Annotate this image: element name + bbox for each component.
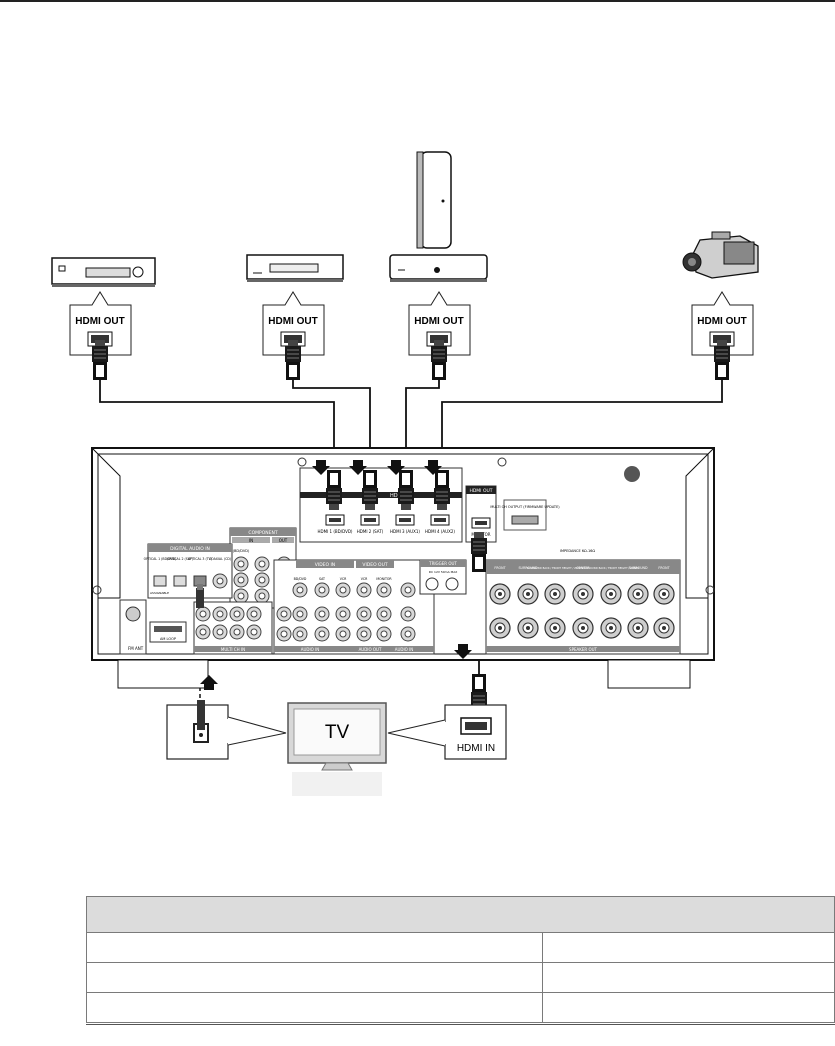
svg-text:TRIGGER OUT: TRIGGER OUT (428, 561, 457, 566)
hdmi-plug-icon (361, 469, 379, 511)
table-cell (542, 932, 835, 963)
hdmi-plug-icon (430, 339, 448, 381)
svg-text:VCR: VCR (340, 577, 347, 581)
table-row (86, 932, 835, 963)
table-row (86, 992, 835, 1023)
svg-text:OPTICAL 1 (BD/DVD): OPTICAL 1 (BD/DVD) (144, 557, 177, 561)
hdmi-plug-icon (325, 469, 343, 511)
svg-text:SURROUND: SURROUND (628, 566, 648, 570)
svg-text:OUT: OUT (279, 538, 288, 543)
hdmi-input-port: HDMI 4 (AUX2) (425, 514, 455, 534)
svg-text:HDMI 4 (AUX2): HDMI 4 (AUX2) (425, 529, 455, 534)
hdmi-input-port: HDMI 3 (AUX1) (390, 514, 420, 534)
svg-text:SURROUND BACK / FRONT HEIGHT /: SURROUND BACK / FRONT HEIGHT / ZONE2 (583, 566, 640, 570)
svg-text:AUDIO IN: AUDIO IN (395, 647, 414, 652)
svg-text:AUDIO IN: AUDIO IN (301, 647, 320, 652)
hdmi-out-label: HDMI OUT (268, 316, 317, 327)
tv-label: TV (325, 722, 350, 743)
hdmi-plug-icon (397, 469, 415, 511)
svg-text:AM LOOP: AM LOOP (160, 637, 176, 641)
svg-text:ASSIGNABLE: ASSIGNABLE (150, 591, 169, 595)
optical-plug-icon (196, 584, 204, 608)
hdmi-out-header: HDMI OUT (469, 488, 492, 494)
hdmi-plug-icon (713, 339, 731, 381)
table-cell (542, 962, 835, 993)
svg-text:HDMI 2 (SAT): HDMI 2 (SAT) (357, 529, 384, 534)
svg-text:FM ANT: FM ANT (128, 646, 144, 651)
svg-text:FRONT: FRONT (658, 566, 670, 570)
svg-text:IN: IN (249, 538, 253, 543)
svg-text:SPEAKER OUT: SPEAKER OUT (569, 647, 597, 652)
table-cell (86, 992, 543, 1023)
hdmi-out-label: HDMI OUT (414, 316, 463, 327)
set-top-box-icon (389, 151, 488, 282)
svg-text:SAT: SAT (319, 577, 325, 581)
hdmi-plug-icon (433, 469, 451, 511)
svg-text:SURROUND: SURROUND (518, 566, 538, 570)
svg-text:VCR: VCR (361, 577, 368, 581)
svg-text:VIDEO IN: VIDEO IN (315, 562, 335, 568)
svg-text:COAXIAL (CD): COAXIAL (CD) (209, 557, 231, 561)
hdmi-input-port: HDMI 1 (BD/DVD) (318, 514, 353, 534)
connection-diagram: HDMI OUT HDMI OUT HDMI OUT HDMI OUT (51, 151, 759, 796)
hdmi-out-callout: HDMI OUT (69, 291, 132, 356)
svg-text:(BD/DVD): (BD/DVD) (233, 549, 250, 553)
hdmi-out-label: HDMI OUT (75, 316, 124, 327)
hdmi-plug-icon (284, 339, 302, 381)
svg-text:VIDEO OUT: VIDEO OUT (362, 562, 388, 568)
tv-hdmi-in-label: HDMI IN (457, 743, 495, 754)
table-cell (86, 932, 543, 963)
hdmi-out-callout: HDMI OUT (691, 291, 754, 356)
bluray-player-icon (51, 257, 156, 287)
svg-text:OPTICAL 3 (TV): OPTICAL 3 (TV) (188, 557, 212, 561)
svg-text:FRONT: FRONT (494, 566, 506, 570)
dvd-player-icon (246, 254, 344, 282)
table-cell (542, 992, 835, 1023)
service-label: MULTI CH OUTPUT (FIRMWARE UPDATE) (490, 505, 560, 509)
svg-text:SURROUND BACK / FRONT HEIGHT /: SURROUND BACK / FRONT HEIGHT / ZONE2 (527, 566, 584, 570)
tv-icon: TV (287, 702, 387, 796)
svg-text:HDMI 1 (BD/DVD): HDMI 1 (BD/DVD) (318, 529, 353, 534)
table-cell (86, 962, 543, 993)
svg-text:DC 12V 50mA MAX: DC 12V 50mA MAX (429, 570, 458, 574)
svg-text:COMPONENT: COMPONENT (248, 530, 277, 536)
svg-text:MULTI CH IN: MULTI CH IN (221, 647, 245, 652)
hdmi-out-callout: HDMI OUT (408, 291, 471, 356)
svg-text:HDMI 3 (AUX1): HDMI 3 (AUX1) (390, 529, 420, 534)
table-header-row (86, 896, 835, 933)
svg-text:MONITOR: MONITOR (376, 577, 392, 581)
table-header (86, 896, 835, 933)
hdmi-plug-icon (470, 531, 488, 573)
table-row (86, 962, 835, 993)
tv-optical-callout (166, 700, 287, 760)
tv-hdmi-in-callout: HDMI IN (387, 704, 507, 760)
hdmi-plug-icon (91, 339, 109, 381)
camcorder-icon (682, 231, 759, 279)
svg-text:CENTER: CENTER (576, 566, 590, 570)
svg-text:BD/DVD: BD/DVD (294, 577, 307, 581)
bottom-rule (86, 1024, 835, 1025)
svg-text:IMPEDANCE 6Ω-16Ω: IMPEDANCE 6Ω-16Ω (560, 549, 595, 553)
spec-table (86, 896, 835, 1023)
svg-text:OPTICAL 2 (SAT): OPTICAL 2 (SAT) (167, 557, 193, 561)
svg-text:DIGITAL AUDIO IN: DIGITAL AUDIO IN (170, 546, 210, 552)
hdmi-out-label: HDMI OUT (697, 316, 746, 327)
svg-text:AUDIO OUT: AUDIO OUT (359, 647, 382, 652)
receiver-rear-panel: HDMI IN HDMI 1 (BD/DVD) HDMI 2 (SAT) HDM… (91, 447, 715, 689)
top-rule (0, 0, 835, 2)
hdmi-input-port: HDMI 2 (SAT) (357, 514, 384, 534)
